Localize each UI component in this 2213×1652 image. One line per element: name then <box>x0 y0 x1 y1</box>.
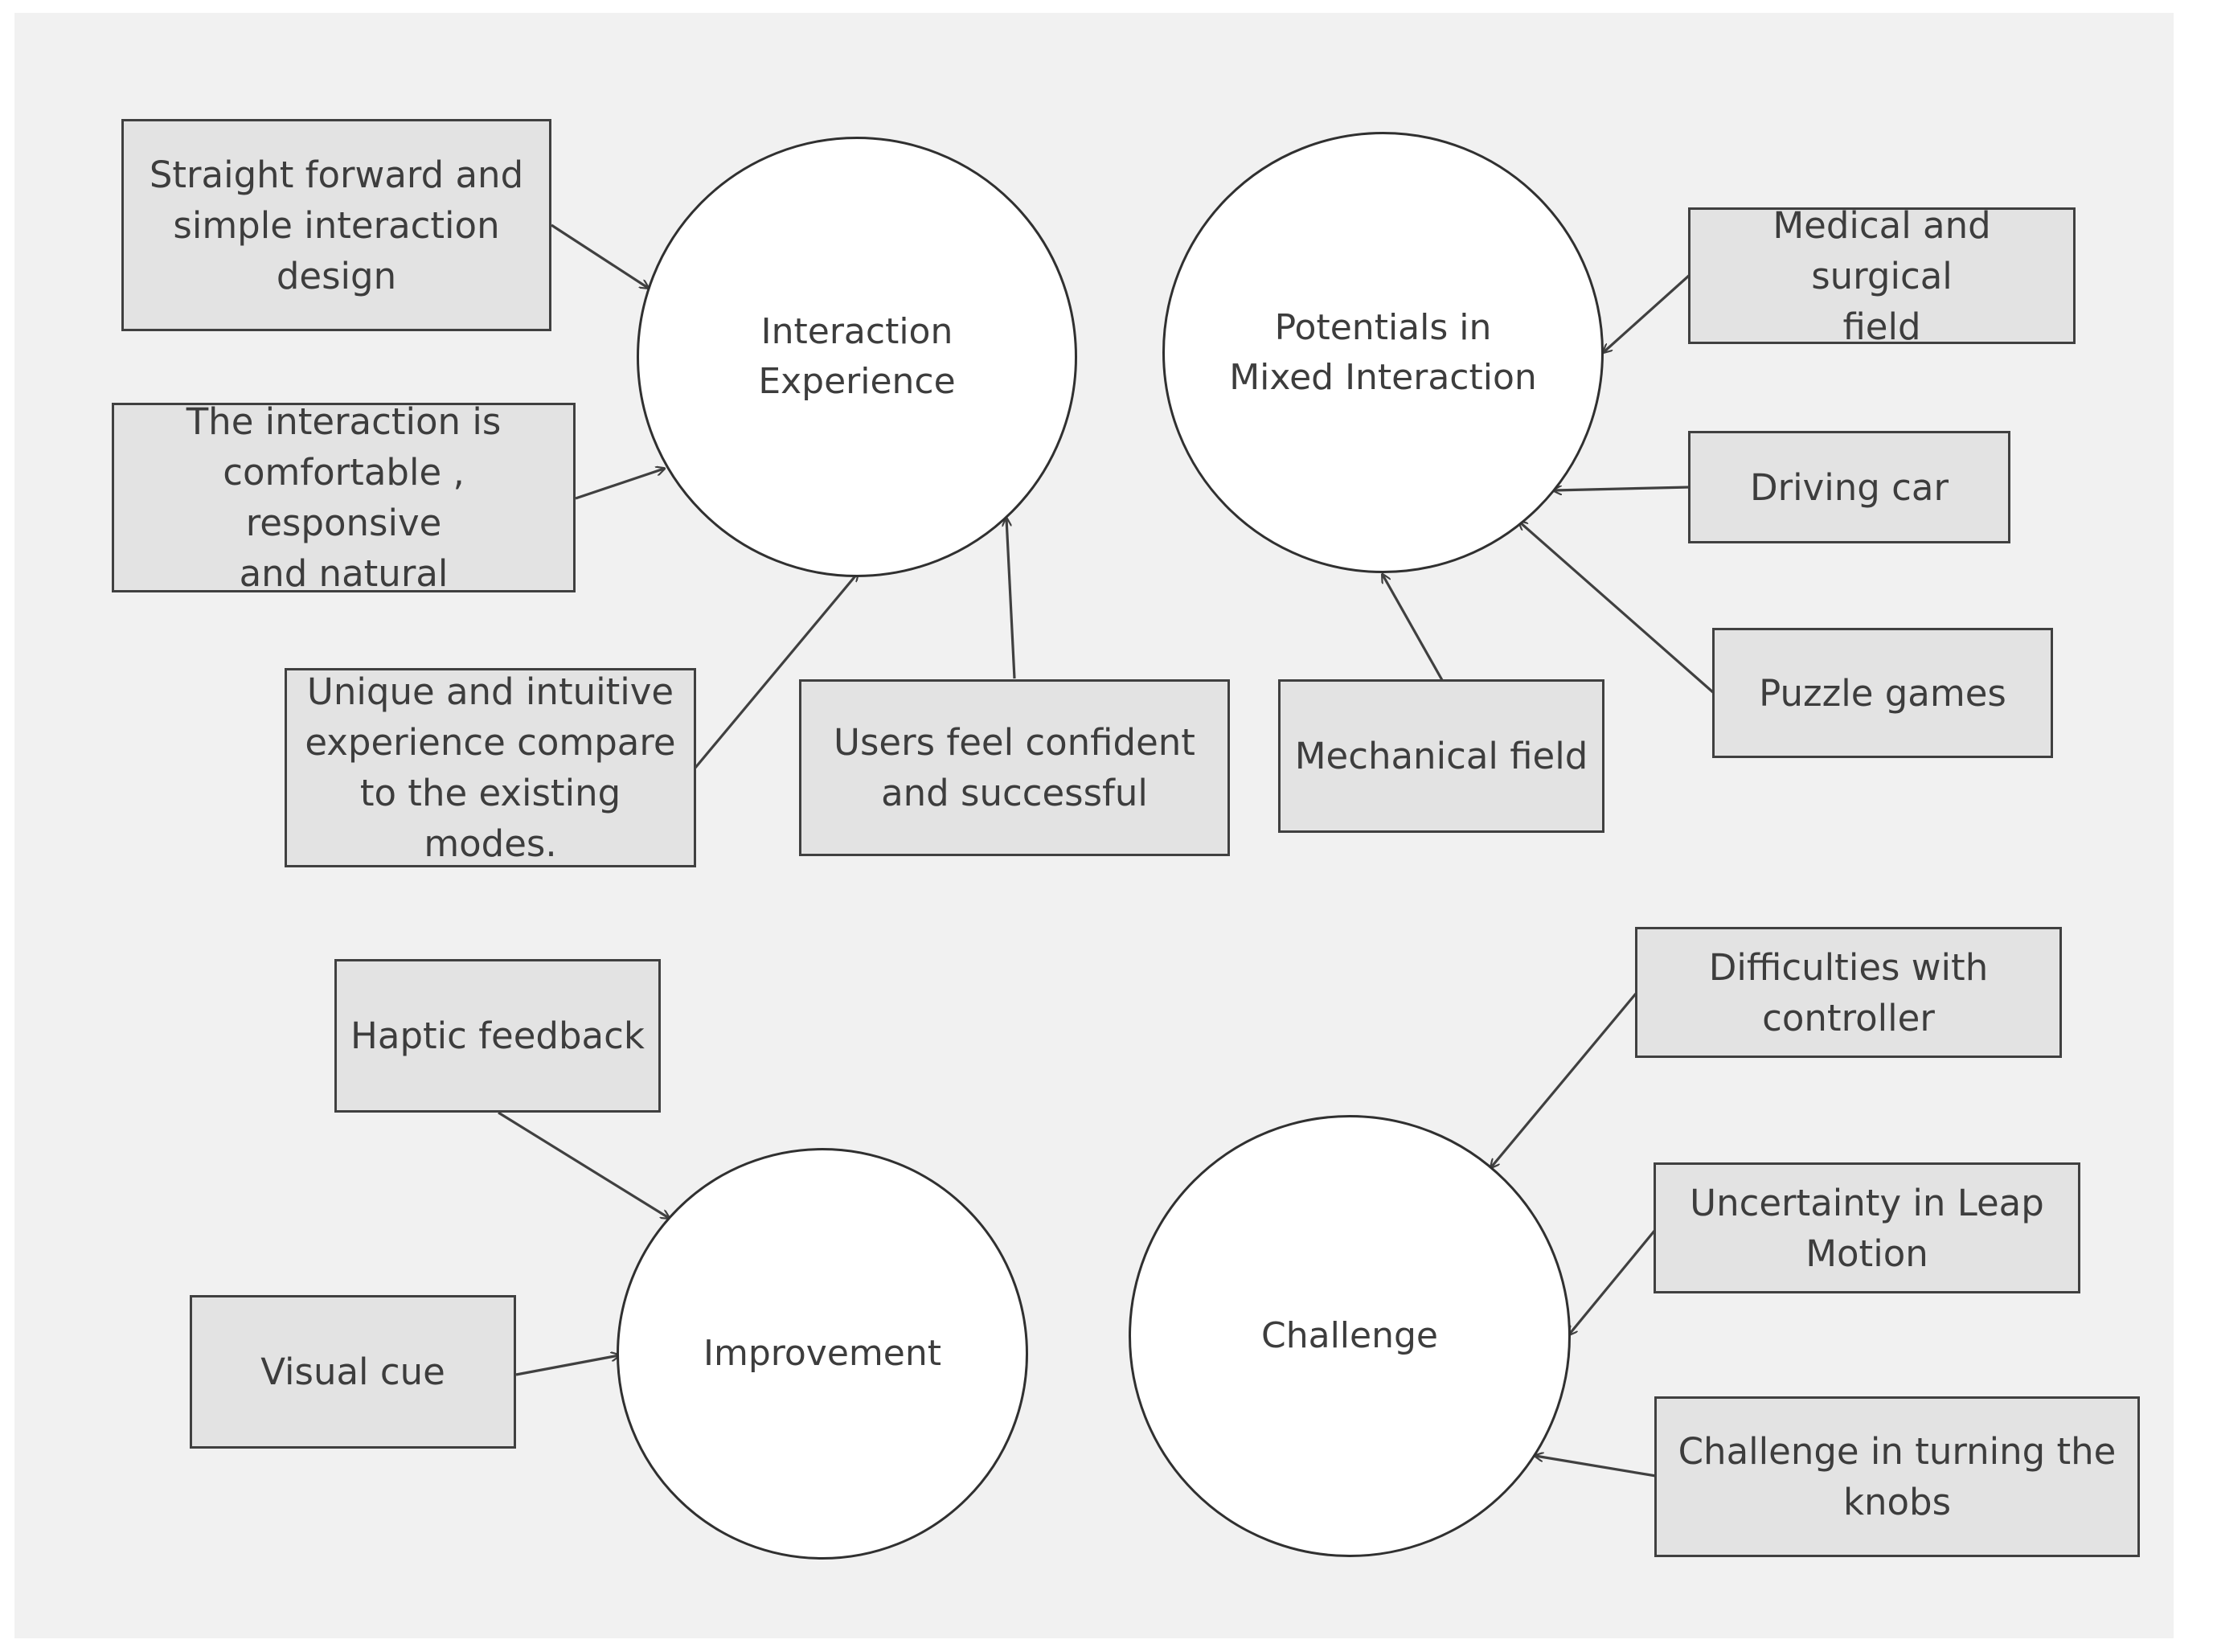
box-controller-label: Difficulties with controller <box>1708 945 1989 1039</box>
arrow-puzzle-to-potentials <box>1519 522 1715 695</box>
hub-challenge: Challenge <box>1129 1115 1571 1557</box>
box-haptic-label: Haptic feedback <box>350 1015 645 1057</box>
arrow-knobs-to-challenge <box>1535 1456 1657 1478</box>
box-medical-label: Medical and surgical field <box>1772 203 1991 348</box>
box-comfortable: The interaction is comfortable , respons… <box>112 400 576 595</box>
arrow-leap-to-challenge <box>1569 1228 1657 1334</box>
arrow-confident-to-interaction <box>1006 519 1016 679</box>
box-unique-label: Unique and intuitive experience compare … <box>305 670 676 865</box>
arrow-controller-to-challenge <box>1491 992 1637 1167</box>
box-confident: Users feel confident and successful <box>799 679 1230 856</box>
box-knobs: Challenge in turning the knobs <box>1654 1396 2140 1557</box>
hub-potentials-label: Potentials in Mixed Interaction <box>1229 306 1537 398</box>
box-driving: Driving car <box>1688 431 2010 543</box>
hub-challenge-label: Challenge <box>1261 1315 1438 1356</box>
arrow-mechanical-to-potentials <box>1383 575 1444 681</box>
arrow-comfortable-to-interaction <box>575 469 664 500</box>
box-puzzle-label: Puzzle games <box>1759 671 2006 715</box>
box-leap: Uncertainty in Leap Motion <box>1654 1162 2080 1293</box>
box-visual-label: Visual cue <box>260 1351 445 1393</box>
hub-interaction-experience-label: Interaction Experience <box>758 311 956 402</box>
arrow-medical-to-potentials <box>1604 273 1691 352</box>
box-controller: Difficulties with controller <box>1635 927 2062 1058</box>
box-unique: Unique and intuitive experience compare … <box>285 668 696 867</box>
box-driving-label: Driving car <box>1750 465 1949 509</box>
box-straightforward: Straight forward and simple interaction … <box>121 119 551 331</box>
arrow-unique-to-interaction <box>694 573 858 769</box>
box-straightforward-label: Straight forward and simple interaction … <box>149 153 524 297</box>
box-mechanical: Mechanical field <box>1278 679 1604 833</box>
box-knobs-label: Challenge in turning the knobs <box>1678 1430 2117 1523</box>
box-puzzle: Puzzle games <box>1712 628 2053 758</box>
box-medical: Medical and surgical field <box>1688 204 2076 348</box>
hub-improvement: Improvement <box>617 1148 1028 1560</box>
box-mechanical-label: Mechanical field <box>1294 735 1588 777</box>
box-comfortable-label: The interaction is comfortable , respons… <box>186 400 502 595</box>
box-leap-label: Uncertainty in Leap Motion <box>1690 1181 2044 1275</box>
hub-potentials: Potentials in Mixed Interaction <box>1162 132 1604 573</box>
box-visual: Visual cue <box>190 1295 516 1449</box>
arrow-driving-to-potentials <box>1554 487 1690 490</box>
box-haptic: Haptic feedback <box>334 959 661 1113</box>
arrow-straightforward-to-interaction <box>551 223 648 288</box>
box-confident-label: Users feel confident and successful <box>834 721 1195 814</box>
hub-improvement-label: Improvement <box>703 1333 941 1374</box>
arrow-visual-to-improvement <box>515 1355 619 1376</box>
hub-interaction-experience: Interaction Experience <box>637 137 1077 577</box>
arrow-haptic-to-improvement <box>498 1111 669 1218</box>
